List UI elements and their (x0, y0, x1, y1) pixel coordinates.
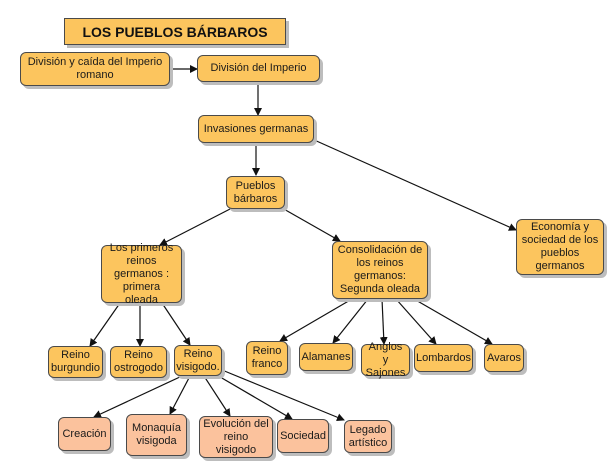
node-division-caida: División y caída del Imperio romano (20, 52, 170, 86)
node-reino-ostrogodo: Reino ostrogodo (110, 346, 167, 378)
node-reino-franco: Reino franco (246, 341, 288, 375)
edge-consolidacion-to-anglos (379, 298, 388, 345)
edge-primeros-to-burgundio (89, 302, 121, 347)
edge-visigodo-to-monarquia (169, 375, 191, 415)
node-monarquia-visigoda: Monaquía visigoda (126, 414, 187, 456)
edge-visigodo-to-evolucion (203, 375, 231, 417)
node-economia-sociedad: Economía y sociedad de los pueblos germa… (516, 219, 604, 275)
edge-invasiones-to-economia (311, 138, 517, 231)
node-reino-burgundio: Reino burgundio (48, 346, 103, 378)
node-lombardos: Lombardos (414, 344, 473, 372)
node-primeros-reinos: Los primeros reinos germanos : primera o… (101, 242, 182, 306)
edge-pueblos-to-primeros (159, 207, 233, 246)
edge-consolidacion-to-lombardos (395, 298, 437, 345)
edge-consolidacion-to-avaros (413, 298, 493, 345)
node-legado-artistico: Legado artístico (344, 420, 392, 453)
edge-primeros-to-visigodo (161, 302, 191, 346)
node-evolucion-reino: Evolución del reino visigodo (199, 416, 273, 458)
edge-visigodo-to-sociedad (214, 373, 293, 420)
node-invasiones-germanas: Invasiones germanas (198, 115, 314, 143)
node-anglos-sajones: Anglos y Sajones (361, 341, 410, 379)
node-division-imperio: División del Imperio (197, 55, 320, 82)
node-consolidacion: Consolidación de los reinos germanos: Se… (332, 241, 428, 299)
node-creacion: Creación (58, 417, 111, 451)
edge-pueblos-to-consolidacion (281, 207, 341, 242)
edge-consolidacion-to-franco (279, 298, 353, 342)
node-pueblos-barbaros: Pueblos bárbaros (226, 176, 285, 209)
map-title: LOS PUEBLOS BÁRBAROS (64, 18, 286, 45)
node-reino-visigodo: Reino visigodo. (174, 345, 222, 376)
edge-consolidacion-to-alamanes (332, 298, 369, 344)
node-avaros: Avaros (484, 344, 524, 372)
edge-visigodo-to-legado (221, 369, 345, 422)
node-sociedad: Sociedad (277, 419, 329, 453)
edge-visigodo-to-creacion (93, 375, 183, 418)
node-alamanes: Alamanes (299, 343, 353, 371)
